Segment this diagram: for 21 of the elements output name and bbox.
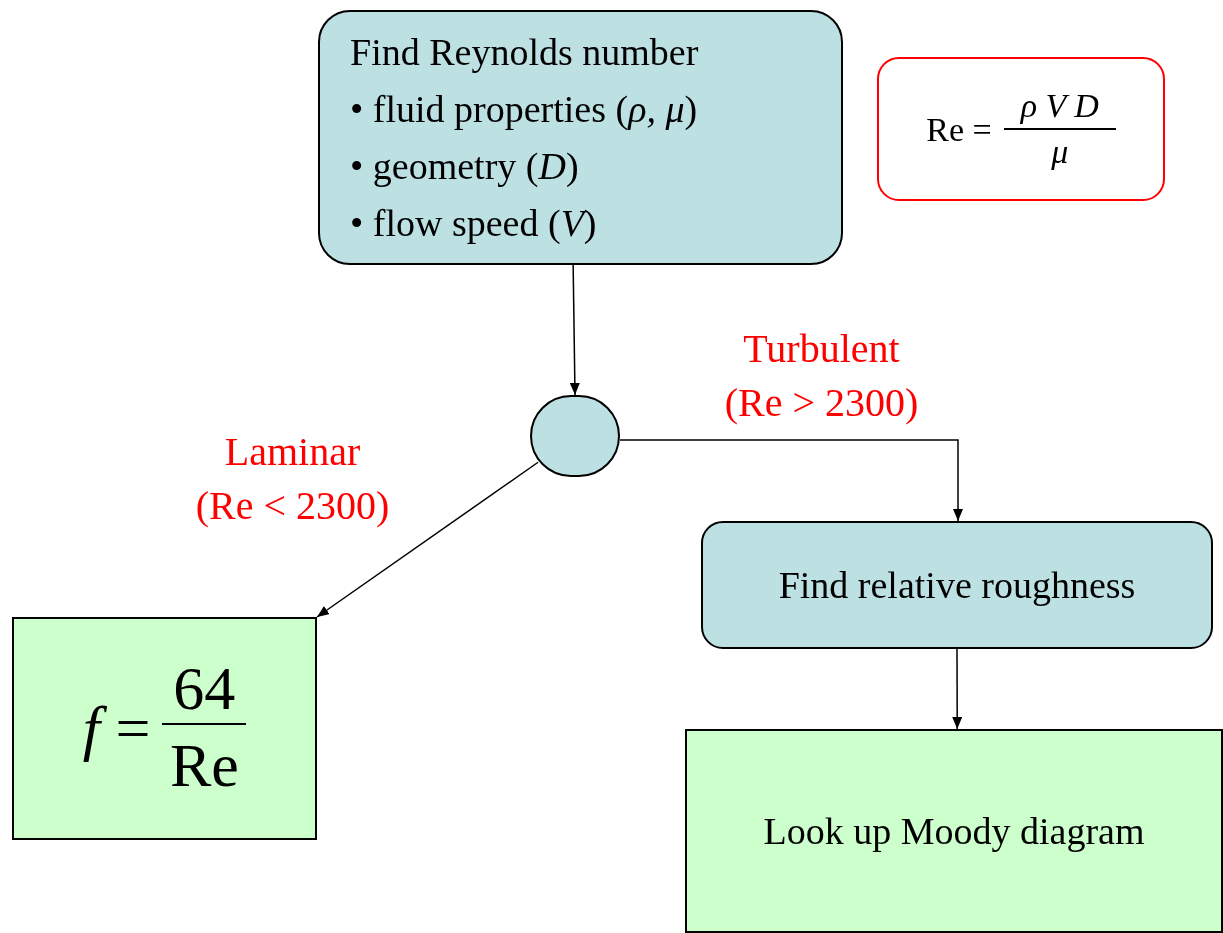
numerator: 64 [173,652,236,723]
bullet-item: • flow speed (V) [350,200,598,246]
numerator: ρ V D [1020,86,1099,126]
box-text: Look up Moody diagram [763,808,1145,854]
denominator: Re [169,729,239,801]
bullet-item: • fluid properties (ρ, μ) [350,86,699,132]
box-text: Find relative roughness [778,562,1136,608]
process-box [318,10,843,265]
arrow [569,264,580,396]
bullet-item: • geometry (D) [350,143,580,189]
formula-box [877,57,1165,201]
arrow [316,461,539,618]
denominator: μ [1051,132,1069,172]
box-text: Find Reynolds number [350,29,700,75]
arrow [619,439,963,522]
formula-text: f = [82,693,151,764]
formula-box [12,617,317,840]
formula-text: Re = [926,109,992,150]
arrow [952,648,963,730]
process-box [701,521,1213,649]
process-box [685,729,1223,933]
